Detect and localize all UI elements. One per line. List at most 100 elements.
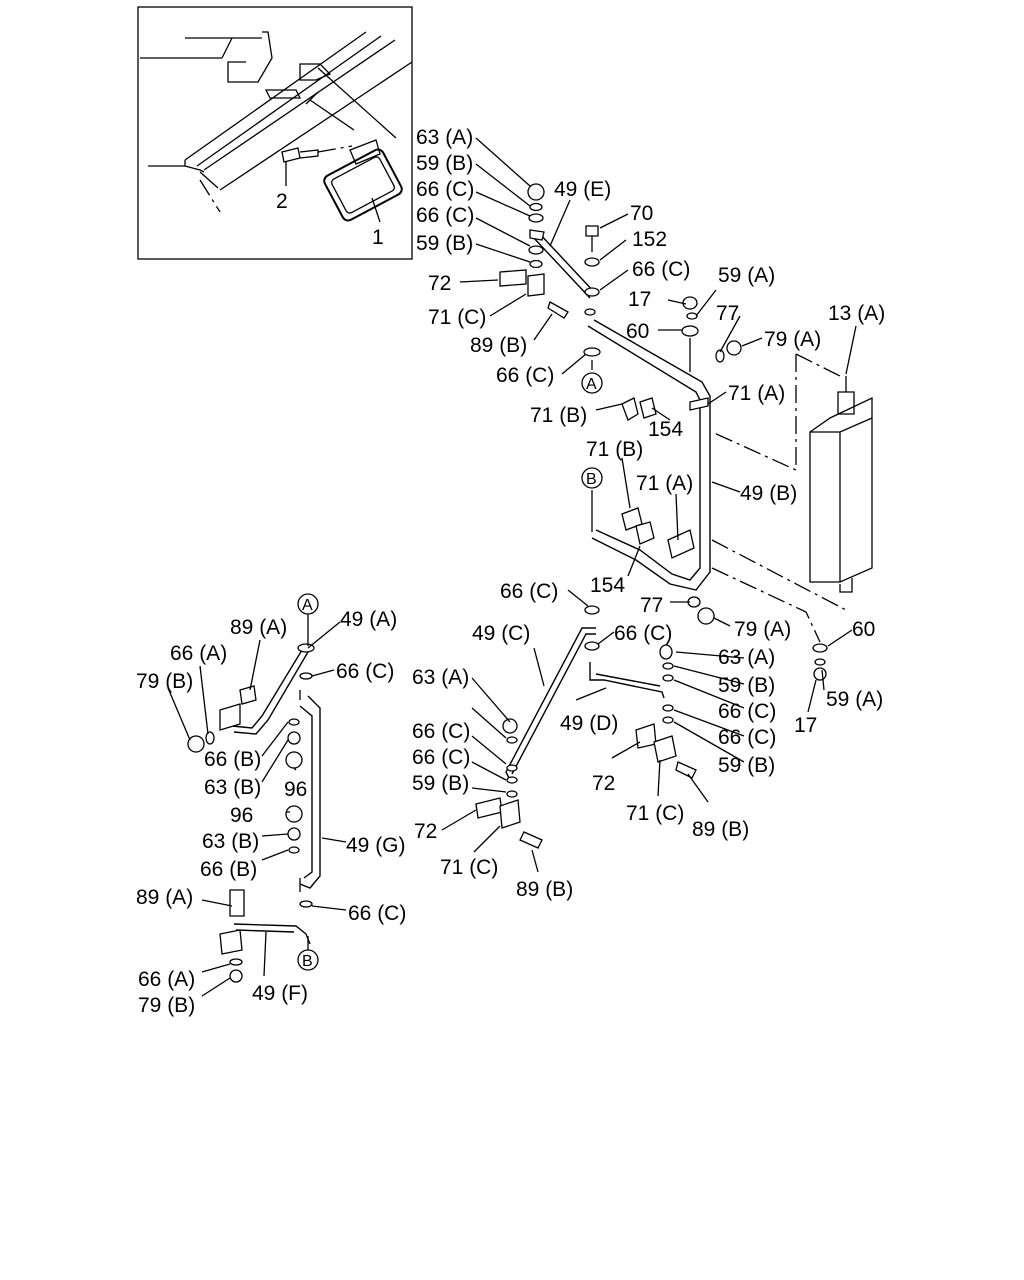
callout-71c: 71 (C): [626, 802, 684, 825]
callout-59a: 59 (A): [826, 688, 883, 711]
callout-154: 154: [648, 418, 683, 441]
callout-59b: 59 (B): [412, 772, 469, 795]
callout-59b: 59 (B): [416, 232, 473, 255]
callout-66c: 66 (C): [348, 902, 406, 925]
marker-b-top-text: B: [586, 471, 597, 488]
callout-17: 17: [794, 714, 817, 737]
middle-assembly: [475, 627, 697, 849]
bracket-71c-left-icon: [499, 799, 521, 829]
callout-66a: 66 (A): [138, 968, 195, 991]
callout-66b: 66 (B): [200, 858, 257, 881]
callout-17: 17: [628, 288, 651, 311]
callout-49d: 49 (D): [560, 712, 618, 735]
callout-154: 154: [590, 574, 625, 597]
nut-79a-icon: [726, 340, 742, 356]
rod-49e-icon: [531, 231, 597, 299]
bracket-71c-icon: [527, 273, 545, 297]
marker-b-top: [581, 467, 603, 489]
callout-49g: 49 (G): [346, 834, 406, 857]
callout-89b: 89 (B): [470, 334, 527, 357]
nut-17-lower-icon: [813, 667, 827, 681]
callout-66c: 66 (C): [412, 746, 470, 769]
inset-frame: [137, 6, 413, 260]
callout-89a: 89 (A): [230, 616, 287, 639]
upper-assembly: [499, 183, 847, 681]
callout-79a: 79 (A): [764, 328, 821, 351]
rod-49f-icon: [233, 923, 311, 945]
callout-13a: 13 (A): [828, 302, 885, 325]
nut-79b-icon: [187, 735, 205, 753]
callout-89a: 89 (A): [136, 886, 193, 909]
marker-a-top: [581, 372, 603, 394]
callout-66c: 66 (C): [614, 622, 672, 645]
callout-59b: 59 (B): [718, 754, 775, 777]
callout-66c: 66 (C): [416, 204, 474, 227]
marker-b-bottom-text: B: [302, 953, 313, 970]
left-assembly: [187, 643, 321, 983]
callout-71b: 71 (B): [530, 404, 587, 427]
screw-2-icon: [281, 147, 319, 163]
callout-59b: 59 (B): [718, 674, 775, 697]
callout-71c: 71 (C): [428, 306, 486, 329]
plate-72-icon: [499, 269, 527, 287]
callout-49f: 49 (F): [252, 982, 308, 1005]
callout-77: 77: [716, 302, 739, 325]
bolt-89b-right-icon: [675, 761, 697, 779]
callout-66c: 66 (C): [718, 726, 776, 749]
clamp-154-icon: [639, 397, 657, 419]
callout-71a: 71 (A): [728, 382, 785, 405]
inset-detail: 2 1: [137, 6, 413, 260]
callout-66a: 66 (A): [170, 642, 227, 665]
plate-72-right-icon: [635, 723, 657, 749]
marker-a-bottom-text: A: [302, 597, 313, 614]
callout-66b: 66 (B): [204, 748, 261, 771]
callout-63a: 63 (A): [718, 646, 775, 669]
callout-66c: 66 (C): [336, 660, 394, 683]
label-1: 1: [372, 226, 384, 249]
clamp-154-lower-icon: [635, 521, 655, 545]
rod-49d-icon: [589, 662, 665, 699]
washer-60-lower-icon: [812, 643, 828, 653]
callout-66c: 66 (C): [496, 364, 554, 387]
callout-71c: 71 (C): [440, 856, 498, 879]
callout-66c: 66 (C): [412, 720, 470, 743]
callout-59a: 59 (A): [718, 264, 775, 287]
washer-77-icon: [715, 349, 725, 363]
callout-60: 60: [626, 320, 649, 343]
callout-66c: 66 (C): [632, 258, 690, 281]
leader-lines: [167, 137, 853, 997]
bolt-89a-icon: [239, 685, 257, 705]
callout-63b: 63 (B): [204, 776, 261, 799]
callout-72: 72: [414, 820, 437, 843]
bushing-96-lower-icon: [285, 805, 303, 823]
callout-66c: 66 (C): [500, 580, 558, 603]
callout-79b: 79 (B): [138, 994, 195, 1017]
nut-17-icon: [682, 296, 698, 310]
callout-71a: 71 (A): [636, 472, 693, 495]
clip-71a-lower-icon: [667, 529, 695, 559]
callout-49a: 49 (A): [340, 608, 397, 631]
nut-63a-icon: [527, 183, 545, 201]
bolt-89b-icon: [547, 301, 569, 319]
rod-49b-icon: [587, 325, 701, 581]
callout-96: 96: [284, 778, 307, 801]
bracket-71c-right-icon: [653, 735, 677, 763]
callout-59b: 59 (B): [416, 152, 473, 175]
marker-a-bottom: [297, 593, 319, 615]
callout-49c: 49 (C): [472, 622, 530, 645]
callout-89b: 89 (B): [516, 878, 573, 901]
callout-152: 152: [632, 228, 667, 251]
bolt-89b-left-icon: [519, 831, 543, 849]
callout-96: 96: [230, 804, 253, 827]
clip-71a-icon: [689, 397, 709, 411]
callout-63a: 63 (A): [412, 666, 469, 689]
callout-77: 77: [640, 594, 663, 617]
callout-71b: 71 (B): [586, 438, 643, 461]
mirror-1-icon: [323, 148, 403, 222]
clip-71b-icon: [621, 397, 639, 421]
bolt-70-icon: [585, 225, 599, 237]
bushing-96-icon: [285, 751, 303, 769]
tank-13a: [711, 325, 873, 593]
rod-49c-icon: [505, 627, 596, 781]
nut-79a-lower-icon: [697, 607, 715, 625]
